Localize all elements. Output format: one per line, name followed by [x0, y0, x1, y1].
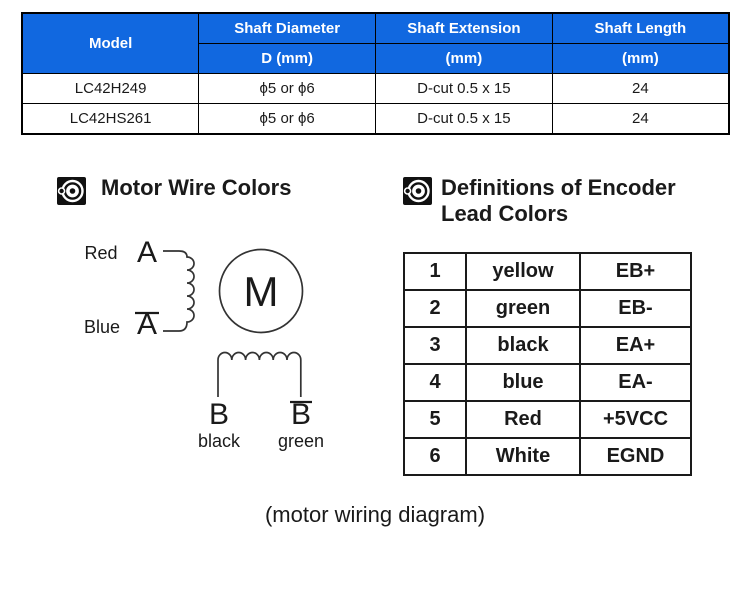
- encoder-row: 3 black EA+: [403, 326, 692, 365]
- phase-b-bar-label: B: [291, 398, 311, 431]
- pin-cell: 3: [403, 326, 467, 365]
- section-title: Motor Wire Colors: [101, 175, 292, 200]
- encoder-row: 2 green EB-: [403, 289, 692, 328]
- signal-cell: EGND: [579, 437, 692, 476]
- model-cell: LC42HS261: [21, 103, 200, 135]
- signal-cell: +5VCC: [579, 400, 692, 439]
- diagram-caption: (motor wiring diagram): [264, 502, 486, 527]
- spec-row-lc42hs261: LC42HS261 ϕ5 or ϕ6 D-cut 0.5 x 15 24: [21, 103, 730, 135]
- signal-cell: EB+: [579, 252, 692, 291]
- spec-header-row-1: Model Shaft Diameter Shaft Extension Sha…: [21, 12, 730, 74]
- pin-cell: 1: [403, 252, 467, 291]
- spec-header-model: Model: [21, 12, 200, 74]
- color-cell: blue: [465, 363, 581, 402]
- encoder-row: 5 Red +5VCC: [403, 400, 692, 439]
- model-cell: LC42H249: [21, 73, 200, 104]
- spec-table: Model Shaft Diameter Shaft Extension Sha…: [21, 12, 730, 135]
- extension-cell: D-cut 0.5 x 15: [375, 103, 553, 135]
- section-title-line2: Lead Colors: [441, 201, 569, 226]
- signal-cell: EA-: [579, 363, 692, 402]
- motor-wiring-diagram: M Red A Blue A B B black green: [84, 236, 324, 451]
- pin-cell: 6: [403, 437, 467, 476]
- phase-b-label: B: [209, 398, 229, 431]
- signal-cell: EA+: [579, 326, 692, 365]
- spec-header-shaft-length: Shaft Length: [551, 12, 730, 44]
- color-cell: White: [465, 437, 581, 476]
- signal-cell: EB-: [579, 289, 692, 328]
- spec-header-shaft-extension-unit: (mm): [375, 43, 553, 74]
- target-bullet-icon: [57, 177, 86, 205]
- encoder-lead-colors-heading: Definitions of Encoder Lead Colors: [403, 175, 676, 227]
- encoder-row: 4 blue EA-: [403, 363, 692, 402]
- encoder-lead-table: 1 yellow EB+ 2 green EB- 3 black EA+ 4 b…: [403, 252, 692, 476]
- encoder-row: 1 yellow EB+: [403, 252, 692, 291]
- phase-b-bar-wire-color-label: green: [278, 431, 324, 451]
- encoder-row: 6 White EGND: [403, 437, 692, 476]
- diameter-cell: ϕ5 or ϕ6: [198, 103, 376, 135]
- spec-header-row-2: D (mm) (mm) (mm): [22, 43, 730, 74]
- color-cell: black: [465, 326, 581, 365]
- phase-a-bar-label: A: [137, 308, 157, 341]
- color-cell: Red: [465, 400, 581, 439]
- phase-b-wire-color-label: black: [198, 431, 241, 451]
- pin-cell: 2: [403, 289, 467, 328]
- spec-header-shaft-diameter-unit: D (mm): [198, 43, 376, 74]
- spec-header-shaft-length-unit: (mm): [551, 43, 730, 74]
- length-cell: 24: [551, 103, 730, 135]
- spec-row-lc42h249: LC42H249 ϕ5 or ϕ6 D-cut 0.5 x 15 24: [21, 73, 730, 104]
- motor-circle: [218, 248, 304, 334]
- motor-symbol: M: [244, 268, 279, 315]
- length-cell: 24: [551, 73, 730, 104]
- extension-cell: D-cut 0.5 x 15: [375, 73, 553, 104]
- phase-a-bar-wire-color-label: Blue: [84, 317, 120, 337]
- pin-cell: 4: [403, 363, 467, 402]
- section-title-line1: Definitions of Encoder: [441, 175, 676, 200]
- target-bullet-icon: [403, 177, 432, 205]
- spec-header-shaft-extension: Shaft Extension: [375, 12, 553, 44]
- color-cell: green: [465, 289, 581, 328]
- phase-b-coil: [217, 351, 302, 397]
- color-cell: yellow: [465, 252, 581, 291]
- phase-a-coil: [163, 250, 195, 332]
- spec-header-shaft-diameter: Shaft Diameter: [198, 12, 376, 44]
- phase-a-wire-color-label: Red: [84, 243, 117, 263]
- diameter-cell: ϕ5 or ϕ6: [198, 73, 376, 104]
- phase-a-label: A: [137, 236, 157, 269]
- pin-cell: 5: [403, 400, 467, 439]
- motor-wire-colors-heading: Motor Wire Colors: [57, 175, 292, 205]
